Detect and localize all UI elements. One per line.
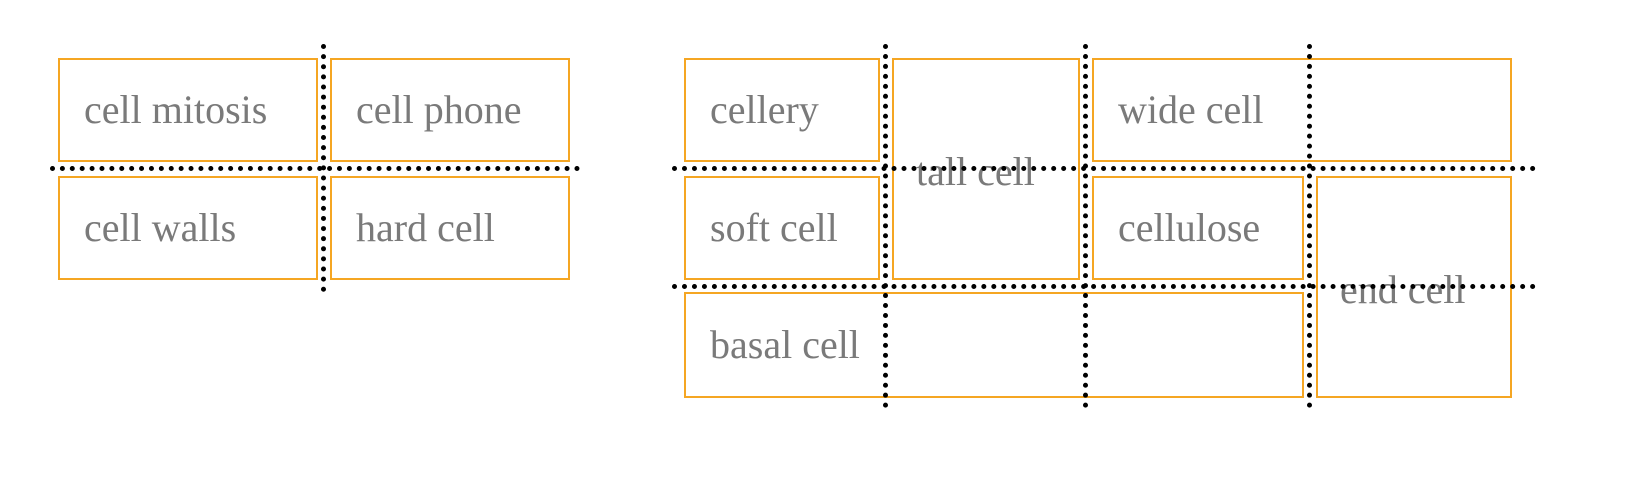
grid-item-cellery: cellery [684, 58, 880, 162]
grid-item-cellulose: cellulose [1092, 176, 1304, 280]
grid-item-label: wide cell [1118, 87, 1264, 132]
grid-row-line [672, 166, 1536, 171]
grid-item-label: soft cell [710, 205, 838, 250]
grid-item-soft-cell: soft cell [684, 176, 880, 280]
grid-column-line [1083, 44, 1088, 408]
grid-item-label: cell mitosis [84, 87, 268, 132]
grid-item-basal-cell: basal cell [684, 292, 1304, 398]
grid-item-label: cell phone [356, 87, 522, 132]
grid-item-label: basal cell [710, 322, 860, 367]
grid-column-line [1307, 44, 1312, 408]
grid-item-wide-cell: wide cell [1092, 58, 1512, 162]
grid-row-line [672, 284, 1536, 289]
grid-item-label: end cell [1340, 267, 1466, 312]
grid-row-line [50, 166, 580, 171]
grid-item-label: hard cell [356, 205, 495, 250]
grid-item-hard-cell: hard cell [330, 176, 570, 280]
grid-item-label: cellulose [1118, 205, 1261, 250]
grid-item-cell-mitosis: cell mitosis [58, 58, 318, 162]
grid-item-label: tall cell [916, 149, 1035, 194]
grid-item-cell-phone: cell phone [330, 58, 570, 162]
grid-item-cell-walls: cell walls [58, 176, 318, 280]
grid-column-line [321, 44, 326, 292]
grid-item-label: cellery [710, 87, 819, 132]
grid-column-line [883, 44, 888, 408]
grid-item-label: cell walls [84, 205, 237, 250]
